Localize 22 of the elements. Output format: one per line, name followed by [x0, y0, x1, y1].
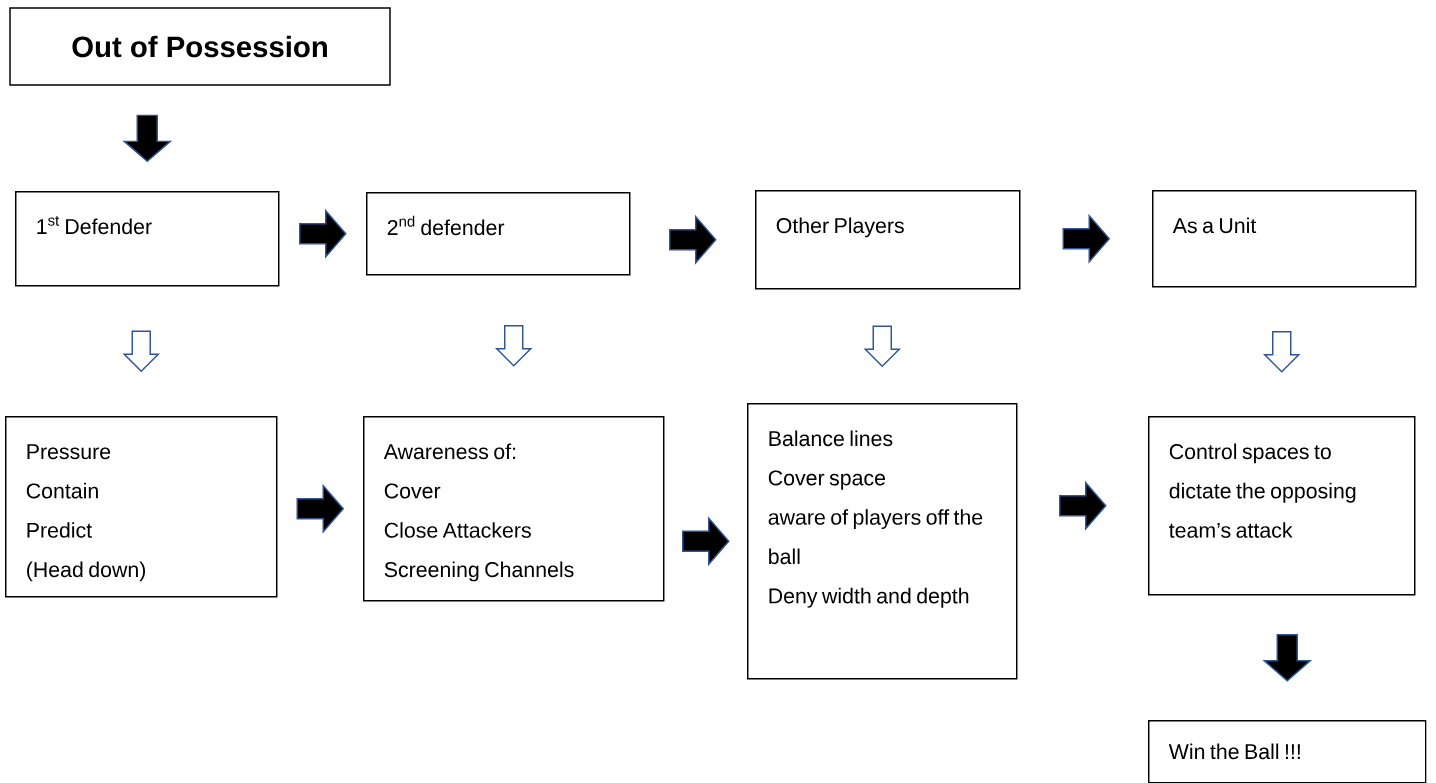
text-box: 2$^{nd}$ defender — [366, 192, 631, 276]
block-arrow — [669, 214, 717, 265]
block-arrow — [494, 325, 533, 367]
block-arrow — [122, 330, 160, 373]
block-arrow — [299, 208, 347, 259]
block-arrow — [1059, 480, 1107, 531]
block-arrow — [1062, 213, 1111, 264]
text-box: 1$^{st}$ Defender — [15, 191, 280, 287]
text-box: Pressure Contain Predict (Head down) — [5, 416, 278, 598]
text-box: Win the Ball !!! — [1148, 720, 1427, 783]
text-box: Balance lines Cover space aware of players off the ball Deny width and depth — [747, 403, 1018, 680]
block-arrow — [122, 114, 173, 163]
text-box: Control spaces to dictate the opposing team’s attack — [1148, 416, 1416, 596]
block-arrow — [296, 483, 345, 534]
block-arrow — [863, 325, 901, 368]
block-arrow — [682, 516, 730, 567]
title-box: Out of Possession — [9, 7, 391, 86]
text-box: As a Unit — [1152, 190, 1417, 288]
block-arrow — [1262, 331, 1301, 373]
block-arrow — [1262, 634, 1313, 682]
text-box: Awareness of: Cover Close Attackers Screening Channels — [363, 416, 665, 602]
text-box: Other Players — [755, 190, 1021, 290]
